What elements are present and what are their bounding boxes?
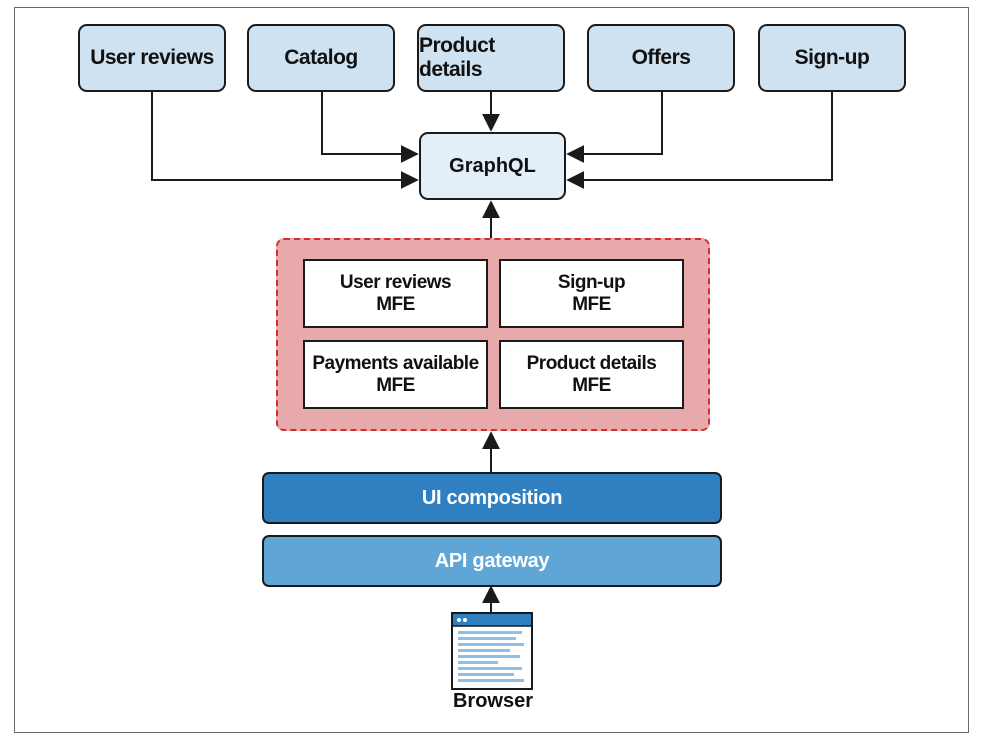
- service-sign-up: Sign-up: [758, 24, 906, 92]
- mfe-product-details: Product details MFE: [499, 340, 684, 409]
- service-user-reviews: User reviews: [78, 24, 226, 92]
- service-offers: Offers: [587, 24, 735, 92]
- service-label: Catalog: [284, 46, 358, 69]
- mfe-name: Product details: [526, 352, 657, 374]
- mfe-user-reviews: User reviews MFE: [303, 259, 488, 328]
- mfe-sign-up: Sign-up MFE: [499, 259, 684, 328]
- browser-label: Browser: [452, 690, 534, 712]
- api-gateway-layer: API gateway: [262, 535, 722, 587]
- mfe-payments-available: Payments available MFE: [303, 340, 488, 409]
- mfe-container: User reviews MFE Sign-up MFE Payments av…: [276, 238, 710, 431]
- arrow-sign-up-to-graphql: [566, 92, 833, 189]
- arrow-offers-to-graphql: [566, 92, 663, 163]
- browser-icon: [451, 612, 533, 690]
- service-label: User reviews: [90, 46, 214, 69]
- ui-composition-layer: UI composition: [262, 472, 722, 524]
- service-label: Sign-up: [794, 46, 870, 69]
- mfe-suffix: MFE: [572, 374, 611, 396]
- mfe-name: Payments available: [312, 352, 479, 374]
- service-product-details: Product details: [417, 24, 565, 92]
- arrow-user-reviews-to-graphql: [151, 92, 419, 189]
- graphql-node: GraphQL: [419, 132, 566, 200]
- arrow-catalog-to-graphql: [321, 92, 419, 163]
- service-label: Offers: [631, 46, 691, 69]
- mfe-suffix: MFE: [376, 293, 415, 315]
- diagram-frame: [14, 7, 969, 733]
- api-gateway-label: API gateway: [434, 549, 550, 572]
- graphql-label: GraphQL: [449, 154, 536, 177]
- mfe-suffix: MFE: [376, 374, 415, 396]
- mfe-name: Sign-up: [557, 271, 626, 293]
- ui-composition-label: UI composition: [421, 486, 563, 509]
- service-catalog: Catalog: [247, 24, 395, 92]
- mfe-name: User reviews: [339, 271, 452, 293]
- mfe-suffix: MFE: [572, 293, 611, 315]
- service-label: Product details: [419, 34, 495, 81]
